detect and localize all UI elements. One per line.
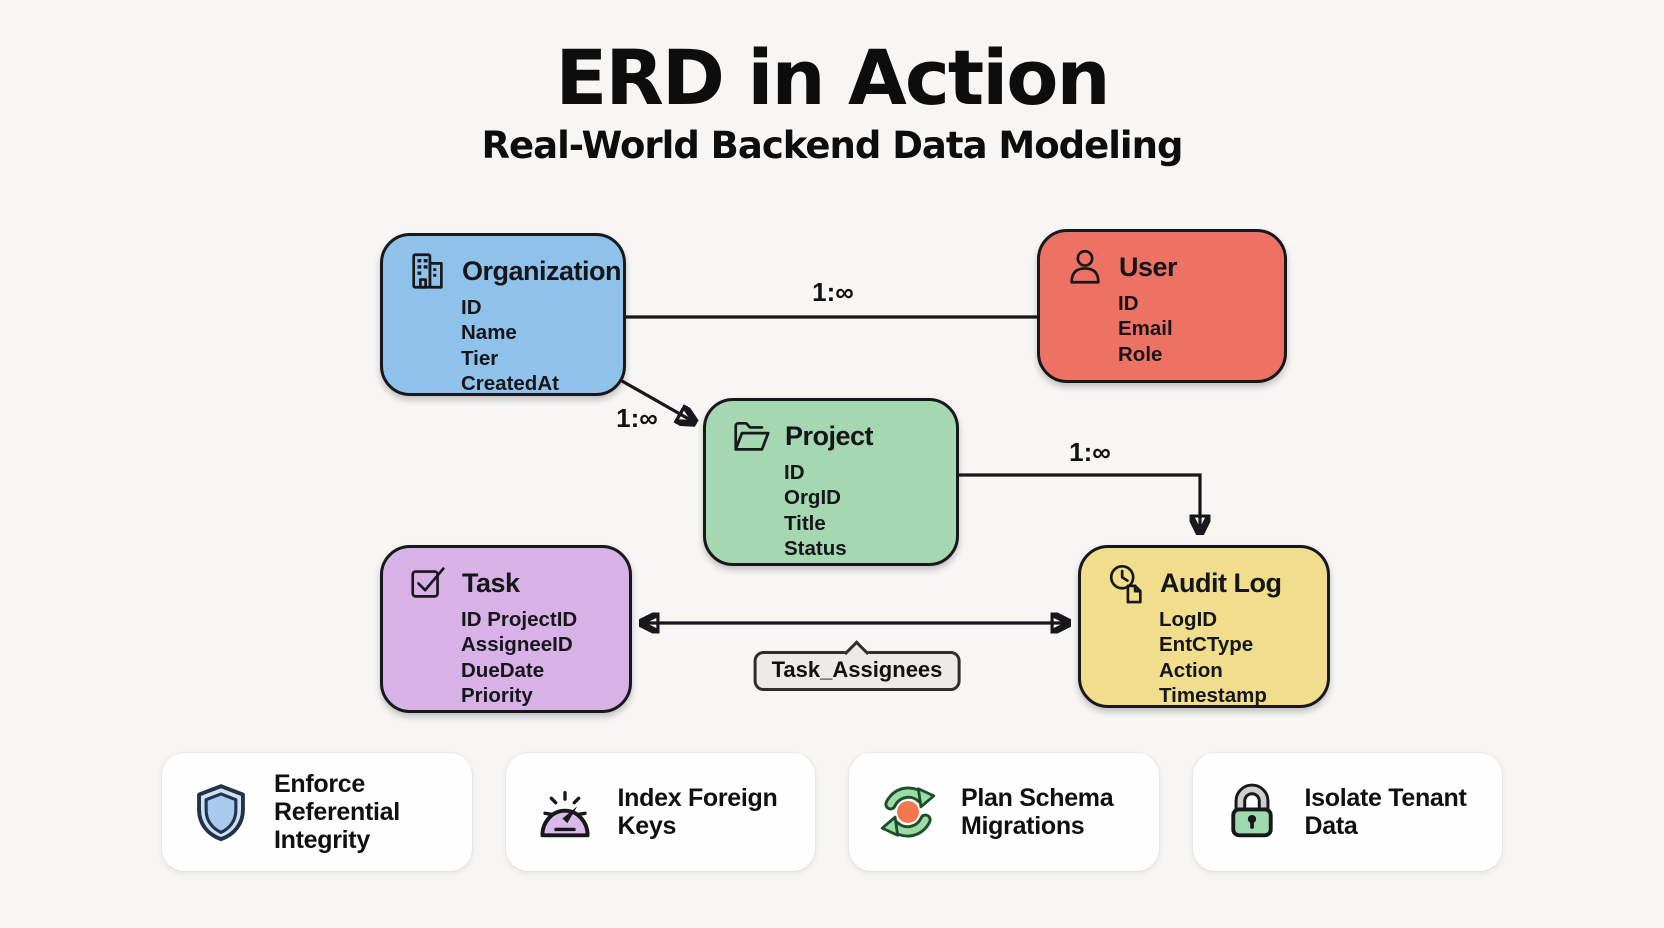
- relationship-label-org-user: 1:∞: [812, 277, 854, 307]
- field: EntCType: [1159, 633, 1254, 657]
- refresh-icon: [880, 786, 936, 838]
- entity-organization: Organization ID Name Tier CreatedAt: [380, 233, 626, 396]
- entity-title: Audit Log: [1160, 567, 1282, 598]
- field: AssigneeID: [461, 633, 573, 657]
- field: DueDate: [461, 658, 545, 682]
- entity-audit-log: Audit Log LogID EntCType Action Timestam…: [1078, 545, 1330, 708]
- line-project-auditlog: [954, 473, 1200, 532]
- practice-label: Enforce Referential Integrity: [274, 770, 400, 854]
- building-icon: [412, 253, 443, 289]
- entity-header: Organization: [407, 250, 622, 292]
- junction-label-task-assignees: Task_Assignees: [753, 651, 961, 691]
- field: Name: [461, 321, 517, 345]
- page-subtitle: Real-World Backend Data Modeling: [481, 123, 1184, 167]
- entity-fields: ID OrgID Title Status: [784, 460, 936, 562]
- entity-project: Project ID OrgID Title Status: [703, 398, 959, 566]
- entity-header: Project: [730, 415, 936, 457]
- entity-fields: ID Email Role: [1118, 291, 1264, 367]
- field: OrgID: [784, 486, 841, 510]
- field: Role: [1118, 342, 1163, 366]
- field: ID: [784, 461, 805, 484]
- entity-fields: ID ProjectID AssigneeID DueDate Priority: [461, 607, 609, 709]
- checkbox-icon: [411, 567, 445, 598]
- field: Email: [1118, 317, 1173, 341]
- practice-card-index-foreign-keys: Index Foreign Keys: [505, 753, 815, 871]
- field: Timestamp: [1159, 684, 1267, 708]
- field: Tier: [461, 346, 499, 370]
- field: ID: [1118, 292, 1139, 315]
- header: ERD in Action Real-World Backend Data Mo…: [0, 38, 1664, 167]
- entity-header: Task: [407, 562, 609, 604]
- practices-row: Enforce Referential Integrity Index Fore…: [162, 753, 1502, 871]
- field: ID: [461, 296, 482, 319]
- field: Action: [1159, 658, 1223, 682]
- gauge-icon: [539, 790, 590, 838]
- practice-card-plan-schema-migrations: Plan Schema Migrations: [849, 753, 1159, 871]
- practice-label: Plan Schema Migrations: [961, 784, 1114, 840]
- user-icon: [1070, 249, 1100, 284]
- relationship-label-project-auditlog: 1:∞: [1069, 437, 1111, 467]
- entity-fields: LogID EntCType Action Timestamp: [1159, 607, 1307, 709]
- shield-icon: [197, 784, 245, 842]
- field: LogID: [1159, 608, 1218, 631]
- practice-card-enforce-referential-integrity: Enforce Referential Integrity: [162, 753, 472, 871]
- lock-icon: [1230, 783, 1273, 838]
- clock-document-icon: [1109, 564, 1142, 604]
- field: CreatedAt: [461, 372, 559, 396]
- relationship-label-org-project: 1:∞: [616, 403, 658, 433]
- folder-icon: [734, 421, 770, 451]
- field: ID ProjectID: [461, 608, 578, 631]
- field: Status: [784, 537, 847, 561]
- entity-header: Audit Log: [1105, 562, 1307, 604]
- field: Priority: [461, 684, 533, 708]
- entity-title: Project: [785, 420, 874, 451]
- entity-title: User: [1119, 251, 1178, 282]
- practice-label: Index Foreign Keys: [617, 784, 778, 840]
- junction-label-text: Task_Assignees: [771, 657, 943, 682]
- line-org-project: [621, 379, 694, 422]
- entity-title: Organization: [462, 255, 622, 286]
- entity-title: Task: [462, 567, 520, 598]
- entity-header: User: [1064, 246, 1264, 288]
- entity-task: Task ID ProjectID AssigneeID DueDate Pri…: [380, 545, 632, 713]
- entity-fields: ID Name Tier CreatedAt: [461, 295, 603, 397]
- entity-user: User ID Email Role: [1037, 229, 1287, 383]
- field: Title: [784, 511, 826, 535]
- practice-card-isolate-tenant-data: Isolate Tenant Data: [1192, 753, 1502, 871]
- page-title: ERD in Action: [555, 33, 1110, 122]
- practice-label: Isolate Tenant Data: [1304, 784, 1467, 840]
